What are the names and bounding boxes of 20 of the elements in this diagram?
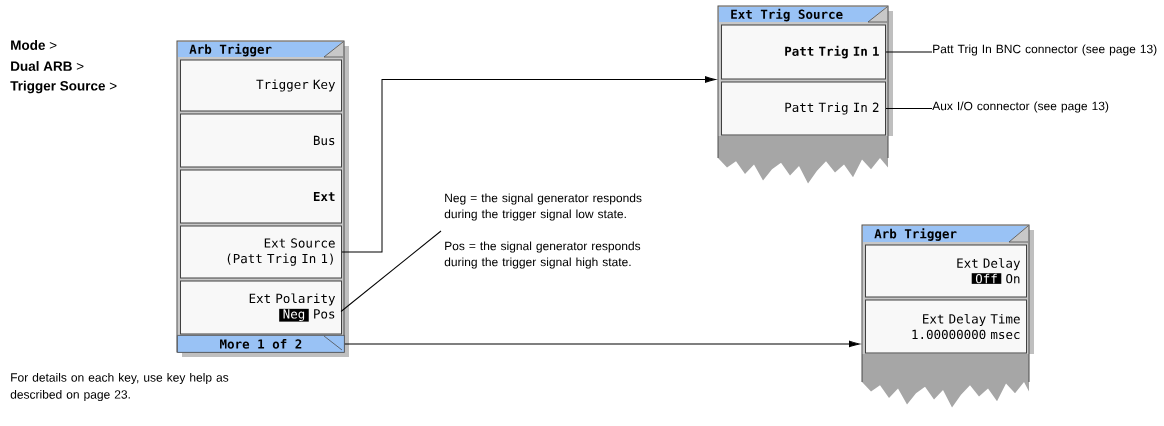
note-text: For details on each key, use key help as described on page 23. xyxy=(10,372,229,402)
softkey: Patt Trig In 2 xyxy=(721,81,886,136)
softkey: Ext Delay Time 1.00000000 msec xyxy=(865,299,1027,354)
softkey: Ext Delay Off On xyxy=(865,244,1027,298)
leader-line xyxy=(340,230,442,312)
softkey: Patt Trig In 1 xyxy=(721,24,886,80)
softkey: Bus xyxy=(180,113,342,168)
softkey: Ext Source (Patt Trig In 1) xyxy=(180,225,342,279)
menu-path: Trigger Source > xyxy=(10,80,117,94)
note-text: Patt Trig In BNC connector (see page 13) xyxy=(933,44,1157,56)
softkey: Ext Polarity Neg Pos xyxy=(180,280,342,335)
softkey: Trigger Key xyxy=(180,59,342,112)
menu-path: Dual ARB > xyxy=(11,61,84,71)
softkey: More 1 of 2 xyxy=(177,335,345,353)
softkey: Ext xyxy=(180,169,342,224)
note-text: Aux I/O connector (see page 13) xyxy=(932,101,1109,113)
leader-line xyxy=(885,51,933,53)
menu-path: Mode > xyxy=(11,40,57,50)
leader-line xyxy=(885,108,933,109)
arrow xyxy=(344,340,860,348)
